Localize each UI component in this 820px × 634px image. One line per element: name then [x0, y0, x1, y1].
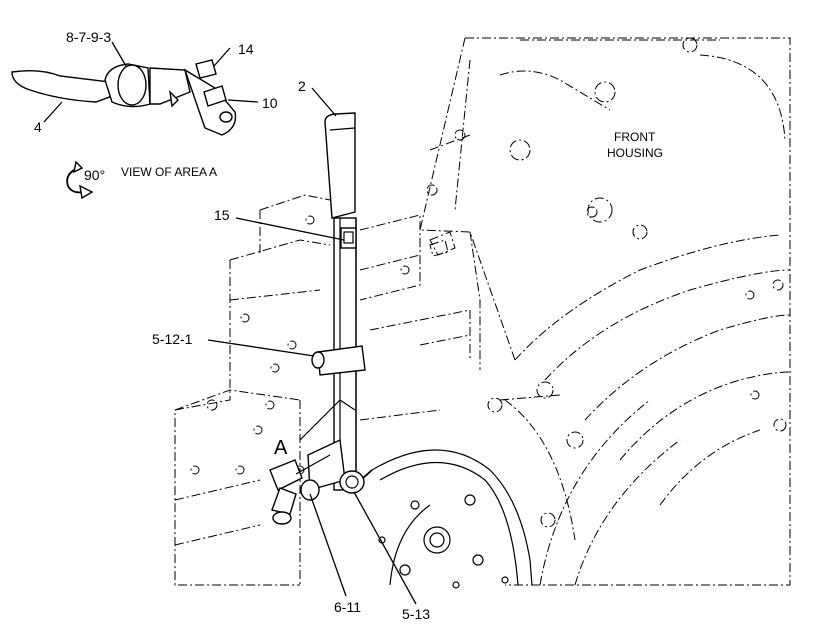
leader-lines — [43, 41, 417, 605]
label-15: 15 — [214, 207, 230, 223]
label-6-11: 6-11 — [334, 599, 361, 615]
label-4: 4 — [34, 119, 42, 135]
label-8-7-9-3: 8-7-9-3 — [66, 29, 111, 45]
label-5-13: 5-13 — [402, 606, 430, 622]
rotation-angle: 90° — [84, 167, 105, 183]
label-10: 10 — [262, 95, 278, 111]
housing-label-line2: HOUSING — [607, 146, 663, 160]
label-5-12-1: 5-12-1 — [152, 331, 193, 347]
rotate-arrow-icon — [66, 160, 94, 200]
label-area-a: A — [274, 437, 288, 459]
detail-view-a — [11, 59, 237, 136]
engine-block — [174, 194, 471, 586]
view-caption: VIEW OF AREA A — [121, 165, 217, 179]
housing-label-line1: FRONT — [614, 130, 656, 144]
label-2: 2 — [298, 78, 306, 94]
tool-bar — [269, 112, 366, 525]
label-14: 14 — [238, 41, 254, 57]
front-housing — [419, 37, 791, 586]
flywheel — [351, 399, 576, 589]
